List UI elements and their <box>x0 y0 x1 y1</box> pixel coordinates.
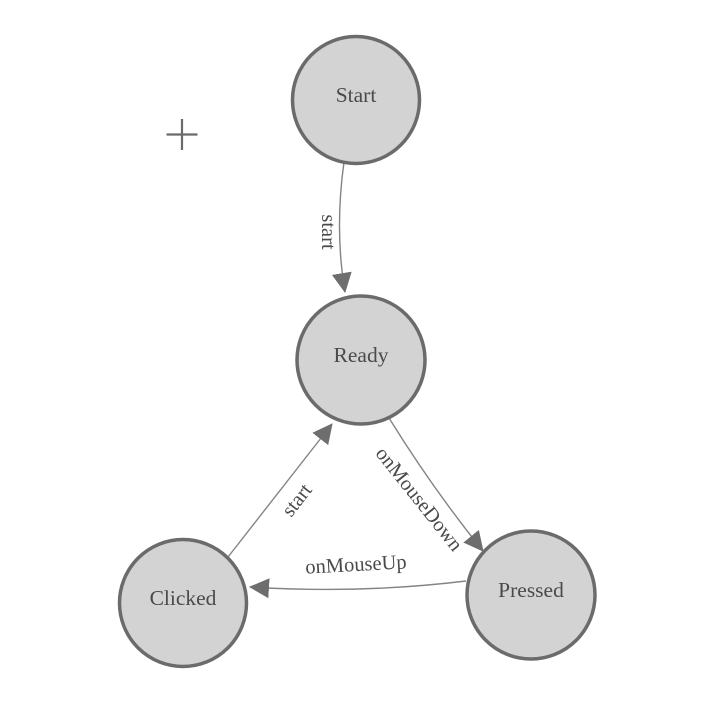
edge-pressed-to-clicked-label: onMouseUp <box>305 551 407 578</box>
node-ready-circle[interactable] <box>295 294 427 426</box>
edge-clicked-to-ready: start <box>227 423 333 558</box>
edge-clicked-to-ready-path[interactable] <box>227 423 333 558</box>
node-start-label: Start <box>336 83 377 107</box>
edge-start-to-ready: start <box>317 161 352 293</box>
edge-ready-to-pressed-label: onMouseDown <box>371 443 467 556</box>
node-pressed-label: Pressed <box>498 578 564 602</box>
node-clicked-circle[interactable] <box>117 537 249 669</box>
node-pressed: Pressed <box>465 529 597 661</box>
edge-start-to-ready-path[interactable] <box>331 161 352 293</box>
node-start: Start <box>290 34 422 166</box>
node-ready: Ready <box>295 294 427 426</box>
edge-pressed-to-clicked-path[interactable] <box>249 578 467 599</box>
crosshair-cursor <box>166 119 198 150</box>
node-start-circle[interactable] <box>290 34 422 166</box>
node-clicked-label: Clicked <box>150 586 217 610</box>
edge-pressed-to-clicked: onMouseUp <box>249 551 467 599</box>
node-ready-label: Ready <box>334 343 389 367</box>
node-pressed-circle[interactable] <box>465 529 597 661</box>
node-clicked: Clicked <box>117 537 249 669</box>
edge-start-to-ready-label: start <box>317 214 339 250</box>
edge-ready-to-pressed: onMouseDown <box>371 417 484 556</box>
edge-ready-to-pressed-path[interactable] <box>388 417 484 552</box>
